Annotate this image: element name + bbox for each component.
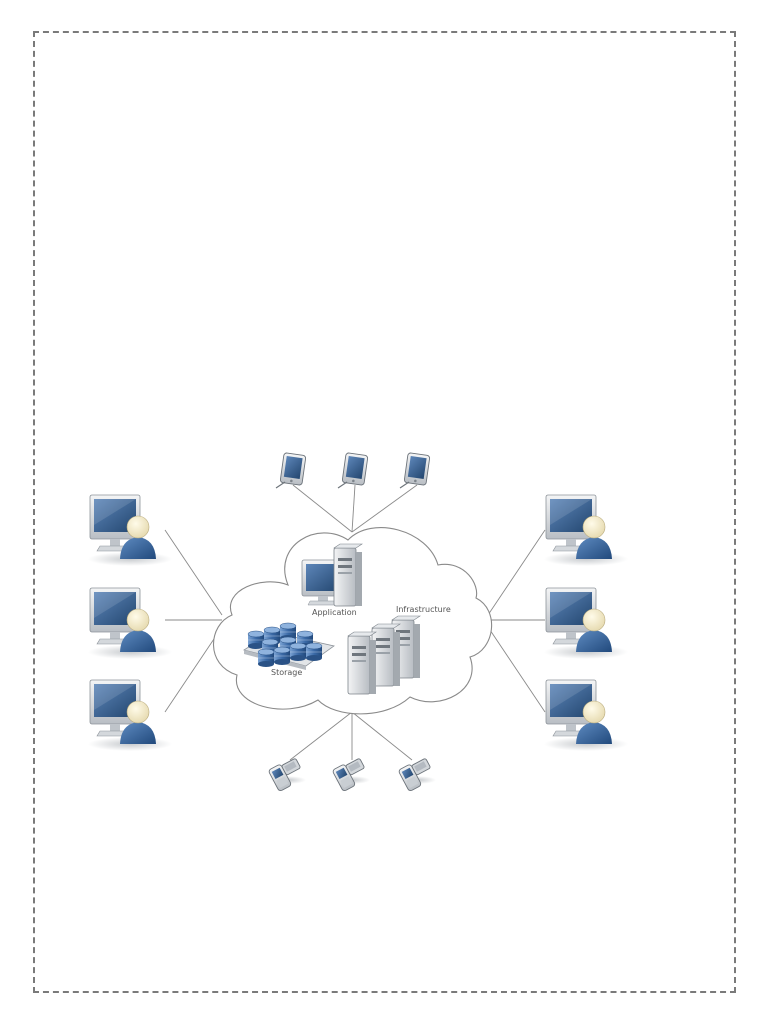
phone-icon bbox=[398, 756, 436, 791]
storage-label: Storage bbox=[271, 668, 302, 677]
phone-icon bbox=[332, 756, 370, 791]
tablet-devices bbox=[276, 453, 430, 488]
infrastructure-label: Infrastructure bbox=[396, 605, 451, 614]
connector bbox=[352, 712, 412, 760]
connector bbox=[290, 712, 352, 760]
workstation-user-icon bbox=[88, 680, 172, 751]
phone-devices bbox=[268, 756, 436, 791]
workstation-user-icon bbox=[544, 495, 628, 566]
connector bbox=[488, 530, 545, 615]
tablet-icon bbox=[400, 453, 430, 488]
connector bbox=[352, 485, 417, 532]
workstation-user-icon bbox=[88, 588, 172, 659]
tablet-icon bbox=[276, 453, 306, 488]
connector bbox=[165, 530, 222, 615]
connector bbox=[293, 485, 352, 532]
right-workstations bbox=[544, 495, 628, 751]
connector bbox=[352, 485, 355, 532]
phone-icon bbox=[268, 756, 306, 791]
connector bbox=[488, 627, 545, 712]
server-icon bbox=[334, 544, 362, 606]
server-icon bbox=[348, 632, 376, 694]
application-label: Application bbox=[312, 608, 357, 617]
tablet-icon bbox=[338, 453, 368, 488]
workstation-user-icon bbox=[88, 495, 172, 566]
workstation-user-icon bbox=[544, 680, 628, 751]
server-icon bbox=[372, 624, 400, 686]
workstation-user-icon bbox=[544, 588, 628, 659]
left-workstations bbox=[88, 495, 172, 751]
